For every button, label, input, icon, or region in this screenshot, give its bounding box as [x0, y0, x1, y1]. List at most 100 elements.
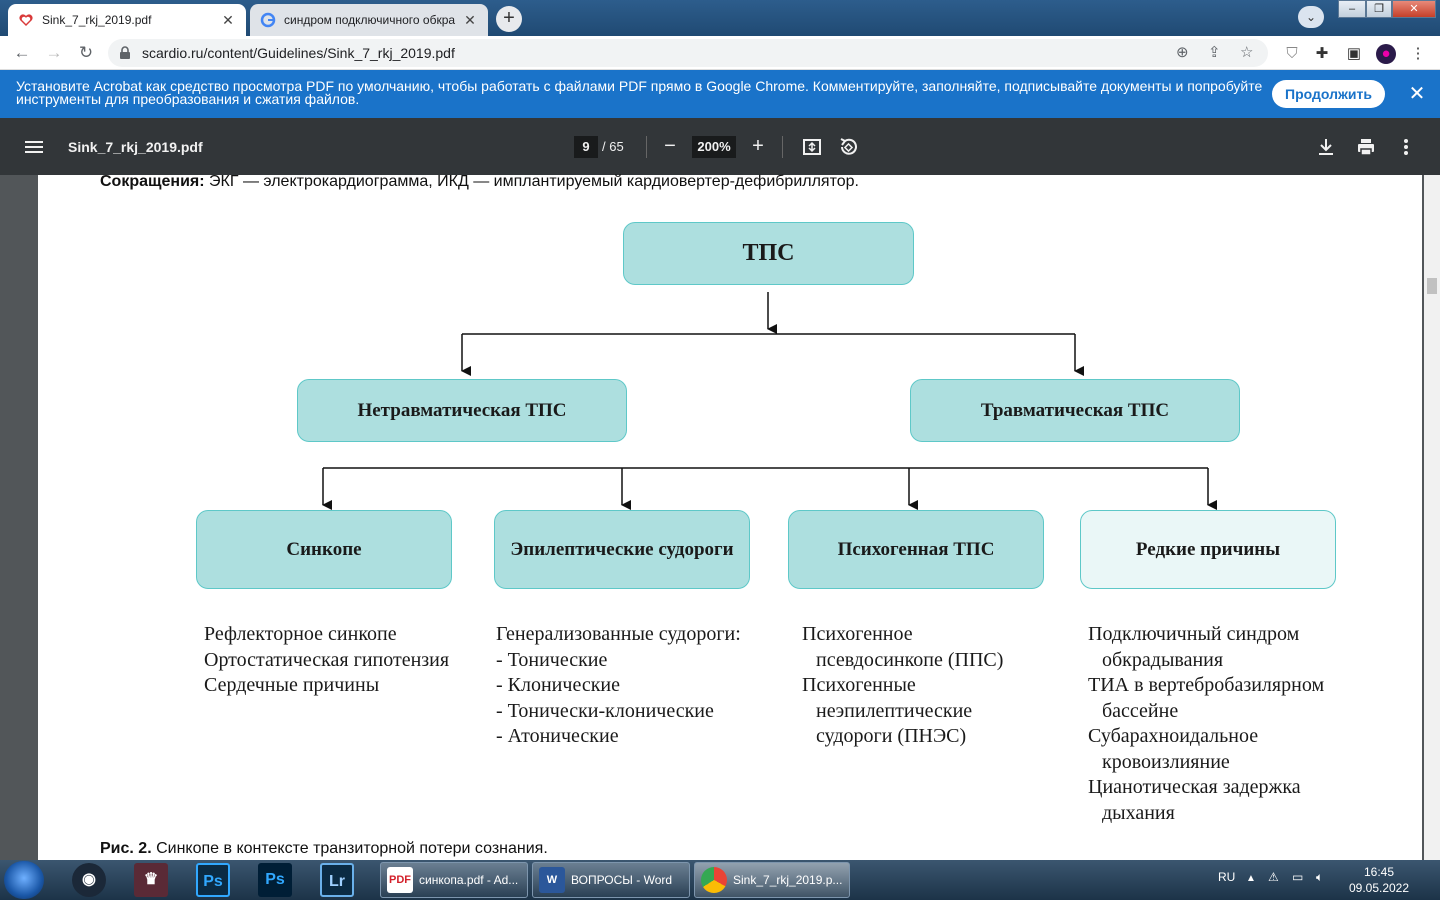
forward-arrow-icon[interactable]: →: [45, 43, 63, 62]
lightroom-icon[interactable]: Lr: [320, 863, 354, 897]
minimize-button[interactable]: –: [1338, 0, 1366, 18]
language-indicator[interactable]: RU: [1218, 870, 1236, 884]
taskbar-item-acrobat[interactable]: PDF синкопа.pdf - Ad...: [380, 862, 528, 898]
fit-page-icon[interactable]: [800, 135, 824, 159]
pdf-page: Сокращения: ЭКГ — электрокардиограмма, И…: [38, 173, 1422, 860]
taskbar-item-label: синкопа.pdf - Ad...: [419, 873, 519, 887]
detail-line: псевдосинкопе (ППС): [816, 648, 1004, 671]
detail-line: Подключичный синдром: [1088, 623, 1300, 645]
volume-icon[interactable]: 🔈︎: [1316, 870, 1324, 884]
detail-line: - Тонические: [496, 648, 608, 671]
network-warning-icon[interactable]: ⚠: [1268, 870, 1279, 884]
detail-line: - Тонически-клонические: [496, 699, 714, 722]
new-tab-button[interactable]: +: [496, 6, 522, 32]
root-node-tps: ТПС: [623, 222, 914, 285]
download-icon[interactable]: [1314, 135, 1338, 159]
rare-causes-details: Подключичный синдром обкрадывания ТИА в …: [1088, 622, 1324, 826]
reload-icon[interactable]: ↻: [78, 43, 94, 62]
taskbar-item-label: Sink_7_rkj_2019.p...: [733, 873, 843, 887]
close-banner-icon[interactable]: ✕: [1408, 83, 1426, 105]
divider: [646, 136, 647, 158]
detail-line: Психогенное: [802, 623, 913, 645]
close-window-button[interactable]: ✕: [1392, 0, 1436, 18]
chrome-icon: [701, 867, 727, 893]
detail-line: Психогенные: [802, 674, 916, 696]
detail-line: Субарахноидальное: [1088, 725, 1259, 747]
detail-line: Рефлекторное синкопе: [204, 623, 397, 645]
taskbar-item-chrome[interactable]: Sink_7_rkj_2019.p...: [694, 862, 850, 898]
action-center-icon[interactable]: ▭: [1292, 870, 1304, 884]
photoshop-alt-icon[interactable]: Ps: [258, 863, 292, 897]
close-tab-icon[interactable]: ✕: [464, 11, 476, 28]
vertical-scrollbar[interactable]: [1424, 175, 1440, 860]
print-icon[interactable]: [1354, 135, 1378, 159]
lock-icon: [120, 46, 130, 59]
clock-date: 09.05.2022: [1348, 881, 1410, 895]
acrobat-pdf-icon: PDF: [387, 867, 413, 893]
node-epileptic-seizures: Эпилептические судороги: [494, 510, 750, 589]
psychogenic-details: Психогенное псевдосинкопе (ППС) Психоген…: [802, 622, 1003, 750]
detail-line: Ортостатическая гипотензия: [204, 648, 450, 671]
page-number-input[interactable]: 9: [574, 136, 598, 158]
zoom-level-input[interactable]: 200%: [692, 136, 736, 158]
zoom-out-icon[interactable]: −: [664, 135, 676, 157]
scrollbar-thumb[interactable]: [1427, 278, 1437, 294]
hamburger-menu-icon[interactable]: [22, 135, 46, 159]
banner-message: Установите Acrobat как средство просмотр…: [16, 78, 1263, 107]
show-hidden-icons-icon[interactable]: ▲: [1246, 873, 1256, 884]
avatar[interactable]: ●: [1376, 44, 1396, 64]
photoshop-icon[interactable]: Ps: [196, 863, 230, 897]
share-icon[interactable]: ⇪: [1208, 44, 1221, 61]
tab-search-chevron-icon[interactable]: ⌄: [1298, 6, 1324, 28]
node-traumatic: Травматическая ТПС: [910, 379, 1240, 442]
address-bar[interactable]: scardio.ru/content/Guidelines/Sink_7_rkj…: [108, 39, 1268, 67]
tab-pdf[interactable]: Sink_7_rkj_2019.pdf ✕: [8, 4, 246, 36]
google-icon: [260, 12, 276, 28]
rotate-icon[interactable]: [836, 135, 860, 159]
close-tab-icon[interactable]: ✕: [222, 11, 234, 28]
node-non-traumatic: Нетравматическая ТПС: [297, 379, 627, 442]
flowchart-connectors: [322, 292, 1217, 510]
caption-text: Синкопе в контексте транзиторной потери …: [151, 840, 548, 857]
side-panel-icon[interactable]: ▣: [1346, 45, 1362, 62]
system-clock[interactable]: 16:45 09.05.2022: [1346, 864, 1412, 896]
more-options-icon[interactable]: [1394, 135, 1418, 159]
maximize-button[interactable]: ❐: [1366, 0, 1392, 18]
detail-line: бассейне: [1102, 699, 1179, 722]
taskbar-item-label: ВОПРОСЫ - Word: [571, 873, 673, 887]
tab-title: синдром подключичного обкра: [284, 13, 456, 27]
start-button[interactable]: [4, 861, 44, 899]
tab-title: Sink_7_rkj_2019.pdf: [42, 13, 152, 27]
divider: [782, 136, 783, 158]
abbreviations-text: ЭКГ — электрокардиограмма, ИКД — имплант…: [204, 173, 859, 190]
detail-line: ТИА в вертебробазилярном: [1088, 674, 1325, 696]
page-total: / 65: [602, 139, 624, 154]
tab-google-search[interactable]: синдром подключичного обкра ✕: [250, 4, 488, 36]
steam-icon[interactable]: ◉: [72, 863, 106, 897]
zoom-icon[interactable]: ⊕: [1176, 44, 1189, 61]
game-app-icon[interactable]: ♛: [134, 863, 168, 897]
extensions-puzzle-icon[interactable]: ✚: [1315, 45, 1329, 62]
url-text: scardio.ru/content/Guidelines/Sink_7_rkj…: [142, 45, 455, 61]
caption-label: Рис. 2.: [100, 840, 152, 857]
back-arrow-icon[interactable]: ←: [13, 43, 31, 62]
detail-line: неэпилептические: [816, 699, 973, 722]
more-menu-icon[interactable]: ⋮: [1410, 45, 1426, 62]
pdf-viewport[interactable]: Сокращения: ЭКГ — электрокардиограмма, И…: [0, 173, 1440, 860]
abbreviations-label: Сокращения:: [100, 173, 205, 190]
pdf-filename: Sink_7_rkj_2019.pdf: [68, 139, 203, 155]
zoom-in-icon[interactable]: +: [752, 135, 764, 157]
brave-shield-icon[interactable]: ⛉: [1286, 45, 1298, 62]
proceed-button[interactable]: Продолжить: [1272, 80, 1385, 108]
tab-strip: Sink_7_rkj_2019.pdf ✕ синдром подключичн…: [0, 0, 1440, 36]
pdf-favicon-icon: [19, 14, 33, 26]
abbreviations-line: Сокращения: ЭКГ — электрокардиограмма, И…: [100, 173, 859, 191]
taskbar-item-word[interactable]: W ВОПРОСЫ - Word: [532, 862, 690, 898]
detail-line: - Атонические: [496, 725, 619, 747]
acrobat-banner: Установите Acrobat как средство просмотр…: [0, 70, 1440, 118]
detail-line: Цианотическая задержка: [1088, 776, 1301, 798]
bookmark-star-icon[interactable]: ☆: [1240, 44, 1254, 61]
pdf-toolbar: Sink_7_rkj_2019.pdf 9 / 65 − 200% +: [0, 118, 1440, 175]
epilepsy-details: Генерализованные судороги: - Тонические …: [496, 622, 741, 750]
detail-line: - Клонические: [496, 674, 620, 696]
